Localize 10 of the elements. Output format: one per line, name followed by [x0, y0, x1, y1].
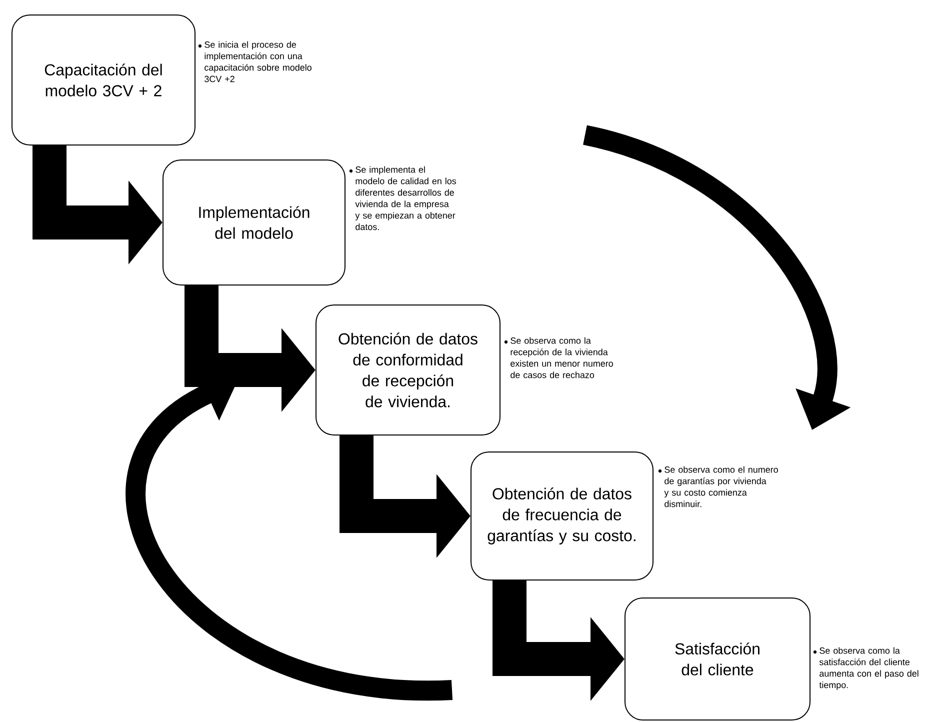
process-box: Obtención de datos de conformidad de recepción de vivienda.	[316, 304, 500, 436]
process-box: Satisfacción del cliente	[624, 598, 810, 720]
note-text: Se observa como la satisfacción del cliente aumenta con el paso del tiempo.	[819, 647, 918, 690]
note-text: Se implementa el modelo de calidad en los diferentes desarrollos de vivienda de la empresa y se empiezan a obtener datos.	[355, 166, 456, 230]
process-box: Obtención de datos de frecuencia de garantías y su costo.	[470, 452, 654, 580]
note-text: Se inicia el proceso de implementación con una capacitación sobre modelo 3CV +2	[204, 41, 312, 82]
note-text: Se observa como el numero de garantías por vivienda y su costo comienza disminuir.	[664, 466, 778, 508]
process-box: Implementación del modelo	[162, 160, 346, 286]
note-text: Se observa como la recepción de la vivienda existen un menor numero de casos de rechazo	[510, 337, 613, 378]
process-box: Capacitación del modelo 3CV + 2	[12, 14, 196, 146]
